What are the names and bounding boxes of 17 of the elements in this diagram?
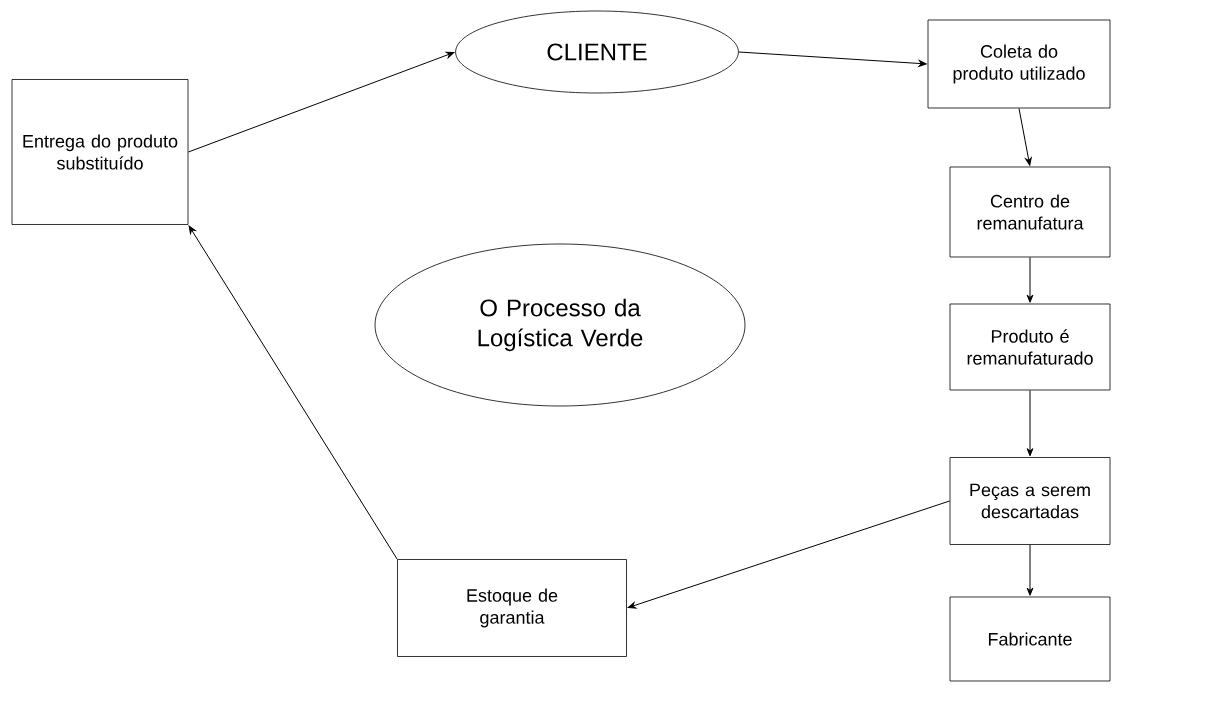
process-box: Peças a serem descartadas (949, 457, 1111, 545)
arrow (1026, 389, 1034, 457)
ellipse-node: O Processo da Logística Verde (374, 243, 746, 407)
ellipse-node: CLIENTE (455, 10, 739, 94)
arrow (188, 225, 398, 560)
arrow (627, 500, 951, 609)
process-box: Coleta do produto utilizado (927, 19, 1111, 109)
process-box: Entrega do produto substituído (11, 79, 189, 225)
process-box: Fabricante (949, 596, 1111, 682)
process-box: Estoque de garantia (397, 559, 627, 657)
arrow (187, 51, 455, 153)
arrow (1018, 107, 1032, 166)
arrow (1026, 256, 1034, 303)
process-box: Centro de remanufatura (949, 166, 1111, 258)
process-box: Produto é remanufaturado (949, 303, 1111, 391)
arrow (738, 51, 927, 67)
arrow (1026, 544, 1034, 596)
